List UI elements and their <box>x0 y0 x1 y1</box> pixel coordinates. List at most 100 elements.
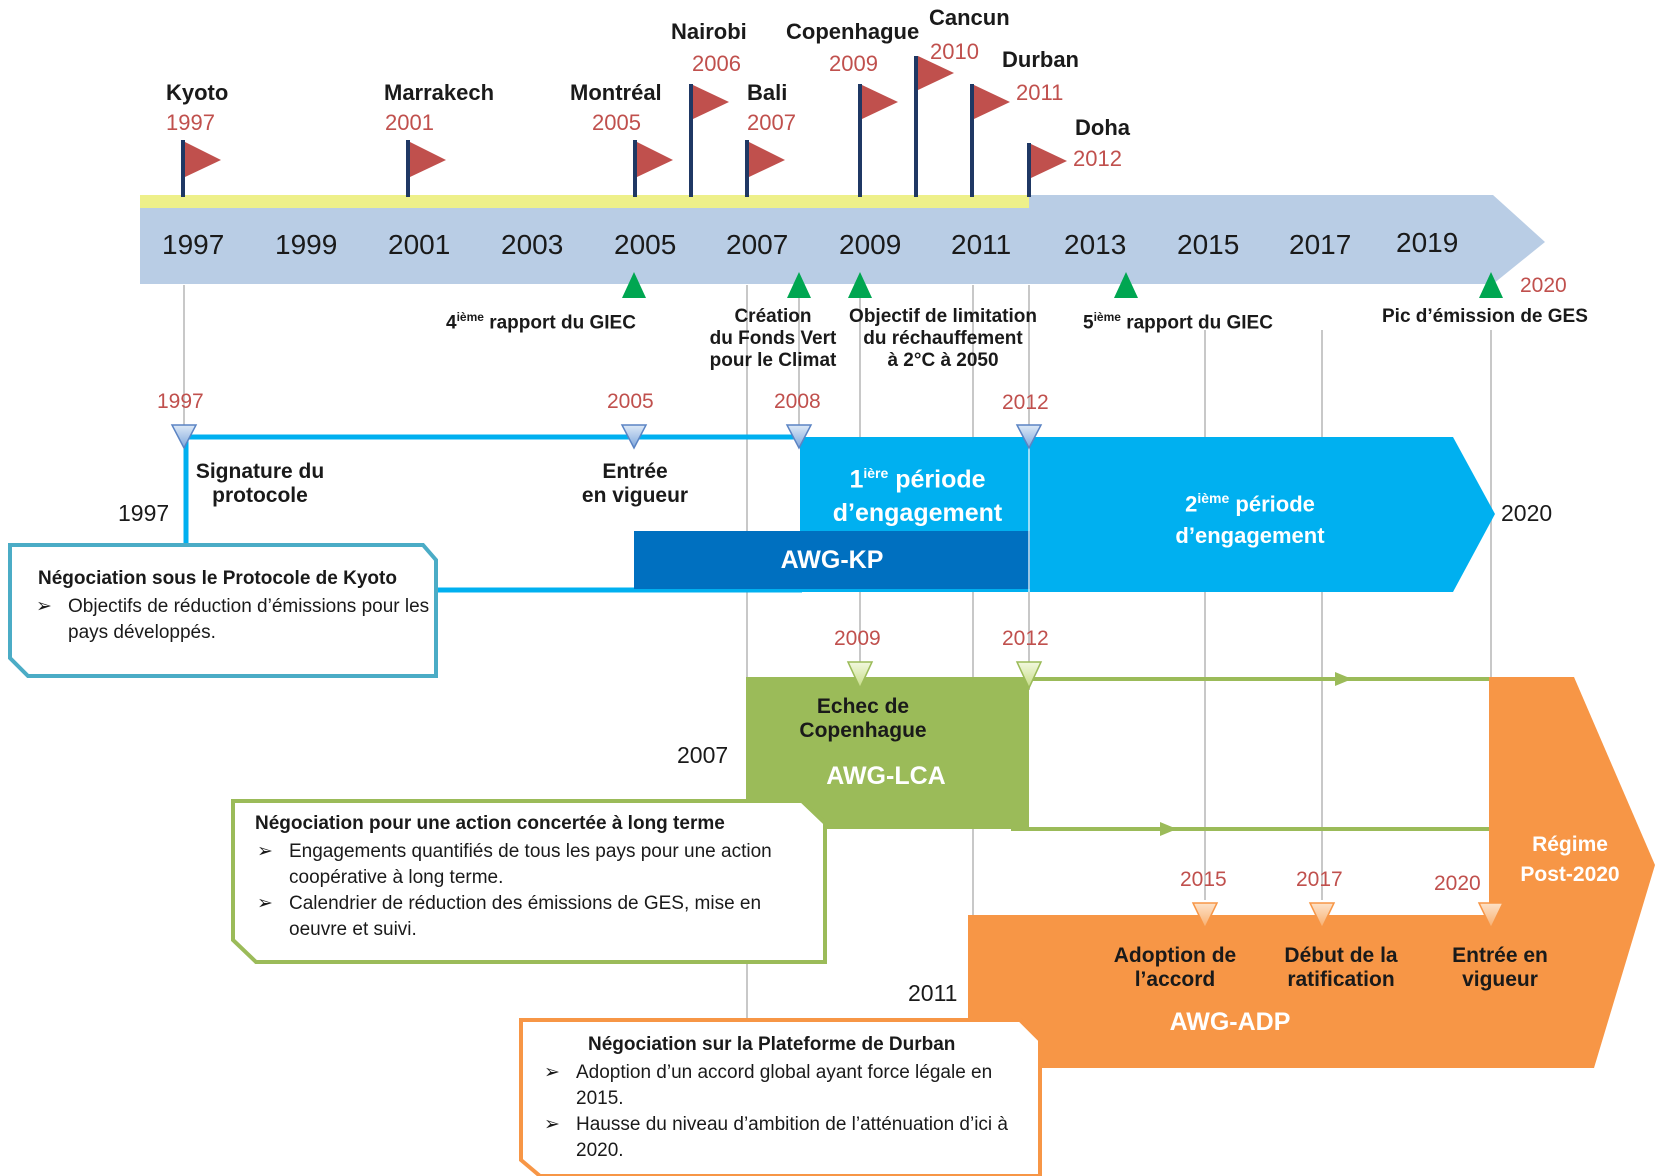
adp-box-item: ➢Hausse du niveau d’ambition de l’atténu… <box>544 1114 1008 1161</box>
adp-info-box: Négociation sur la Plateforme de Durban … <box>540 1034 1020 1164</box>
marker-lca-2012 <box>1015 661 1043 690</box>
lca-box-item: ➢Calendrier de réduction des émissions d… <box>257 893 762 940</box>
marker-2005 <box>620 424 648 450</box>
axis-year: 2001 <box>388 229 451 260</box>
flag-year: 1997 <box>166 110 215 135</box>
event-giec5: 5ième rapport du GIEC <box>1083 310 1273 334</box>
event-triangle-giec5 <box>1114 272 1138 298</box>
marker-adp-2015 <box>1191 902 1219 930</box>
flag-year: 2012 <box>1073 146 1122 171</box>
flag-city: Marrakech <box>384 80 495 105</box>
lca-extension-lines <box>1011 672 1492 836</box>
adp-box-frame <box>519 1018 1042 1176</box>
awg-kp-bar <box>634 531 1030 589</box>
awg-lca-label: AWG-LCA <box>826 762 946 790</box>
signature-protocole-label: Signature du protocole <box>195 460 325 507</box>
event-giec4: 4ième rapport du GIEC <box>446 310 636 334</box>
adp-start-year: 2011 <box>908 980 958 1006</box>
awg-adp-block <box>968 915 1493 1068</box>
flag-bali-2007 <box>745 140 785 197</box>
period-1-label: 1ière période d’engagement <box>832 465 1003 528</box>
kyoto-marker-year-2012: 2012 <box>1002 391 1049 414</box>
period-2-label: 2ième période d’engagement <box>1175 490 1325 549</box>
flag-montreal-2005 <box>633 140 673 197</box>
lca-year-markers <box>846 661 1043 690</box>
flag-year: 2009 <box>829 51 878 76</box>
axis-year: 2009 <box>839 229 902 260</box>
event-pic-emission: Pic d’émission de GES <box>1382 306 1588 327</box>
event-triangle-objectif <box>848 272 872 298</box>
axis-year: 1999 <box>275 229 338 260</box>
timeline-highlight-bar <box>140 195 1029 208</box>
axis-year: 2013 <box>1064 229 1127 260</box>
kyoto-start-year: 1997 <box>118 500 170 526</box>
marker-1997 <box>170 424 198 450</box>
flag-kyoto-1997 <box>181 140 221 197</box>
adp-marker-year-2017: 2017 <box>1296 868 1343 891</box>
flag-nairobi-2006 <box>689 84 729 197</box>
flag-year: 2001 <box>385 110 434 135</box>
axis-year: 2005 <box>614 229 677 260</box>
awg-kp-label: AWG-KP <box>780 546 884 574</box>
marker-adp-2020 <box>1477 902 1505 930</box>
kyoto-end-year: 2020 <box>1501 500 1553 526</box>
lca-box-frame <box>231 799 827 964</box>
top-flags <box>181 56 1067 197</box>
event-triangles <box>622 272 1503 298</box>
axis-year: 1997 <box>162 229 225 260</box>
flag-city: Bali <box>747 80 788 105</box>
event-pic-year: 2020 <box>1520 274 1567 297</box>
kyoto-info-box: Négociation sous le Protocole de Kyoto ➢… <box>32 568 432 646</box>
flag-doha-2012 <box>1027 143 1067 197</box>
kyoto-box-frame <box>8 543 438 678</box>
flag-city: Durban <box>1002 47 1079 72</box>
lca-marker-year-2012: 2012 <box>1002 627 1049 650</box>
event-fonds-vert: Création du Fonds Vert pour le Climat <box>709 306 837 371</box>
entree-vigueur-label: Entrée en vigueur <box>581 460 689 507</box>
event-triangle-pic <box>1479 272 1503 298</box>
kyoto-box-item: ➢Objectifs de réduction d’émissions pour… <box>36 596 430 643</box>
flag-marrakech-2001 <box>406 140 446 197</box>
flag-year: 2005 <box>592 110 641 135</box>
flag-durban-2011 <box>970 84 1010 197</box>
flag-cancun-2010 <box>914 56 954 197</box>
adp-year-markers <box>1191 902 1505 930</box>
flag-city: Kyoto <box>166 80 229 105</box>
kyoto-marker-year-1997: 1997 <box>157 390 204 413</box>
event-objectif-2c: Objectif de limitation du réchauffement … <box>849 306 1037 371</box>
echec-copenhague-label: Echec de Copenhague <box>799 695 927 742</box>
awg-adp-label: AWG-ADP <box>1169 1008 1291 1036</box>
flag-city: Nairobi <box>671 19 747 44</box>
lca-box-item: ➢Engagements quantifiés de tous les pays… <box>257 841 772 888</box>
kyoto-box-title: Négociation sous le Protocole de Kyoto <box>38 568 397 589</box>
flag-year: 2007 <box>747 110 796 135</box>
marker-lca-2009 <box>846 661 874 690</box>
post-2020-arrow <box>1489 677 1655 1068</box>
adp-entree-vigueur-label: Entrée en vigueur <box>1452 944 1548 991</box>
lca-start-year: 2007 <box>677 742 729 768</box>
event-triangle-giec4 <box>622 272 646 298</box>
lca-marker-year-2009: 2009 <box>834 627 881 650</box>
flag-city: Doha <box>1075 115 1130 140</box>
lca-info-box: Négociation pour une action concertée à … <box>253 813 813 943</box>
flag-city: Copenhague <box>786 19 920 44</box>
flag-year: 2006 <box>692 51 741 76</box>
regime-post-2020-label: Régime Post-2020 <box>1520 833 1620 886</box>
axis-year: 2017 <box>1289 229 1352 260</box>
axis-year: 2007 <box>726 229 789 260</box>
adoption-accord-label: Adoption de l’accord <box>1113 944 1237 991</box>
adp-box-item: ➢Adoption d’un accord global ayant force… <box>544 1062 993 1109</box>
debut-ratification-label: Début de la ratification <box>1284 944 1398 991</box>
axis-year: 2003 <box>501 229 564 260</box>
marker-adp-2017 <box>1308 902 1336 930</box>
timeline-arrow <box>140 195 1545 284</box>
axis-year: 2015 <box>1177 229 1240 260</box>
flag-city: Cancun <box>929 5 1010 30</box>
adp-marker-year-2015: 2015 <box>1180 868 1227 891</box>
axis-year: 2011 <box>951 229 1012 260</box>
kyoto-marker-year-2005: 2005 <box>607 390 654 413</box>
adp-marker-year-2020: 2020 <box>1434 872 1481 895</box>
axis-year: 2019 <box>1396 227 1459 258</box>
lca-box-title: Négociation pour une action concertée à … <box>255 813 725 834</box>
